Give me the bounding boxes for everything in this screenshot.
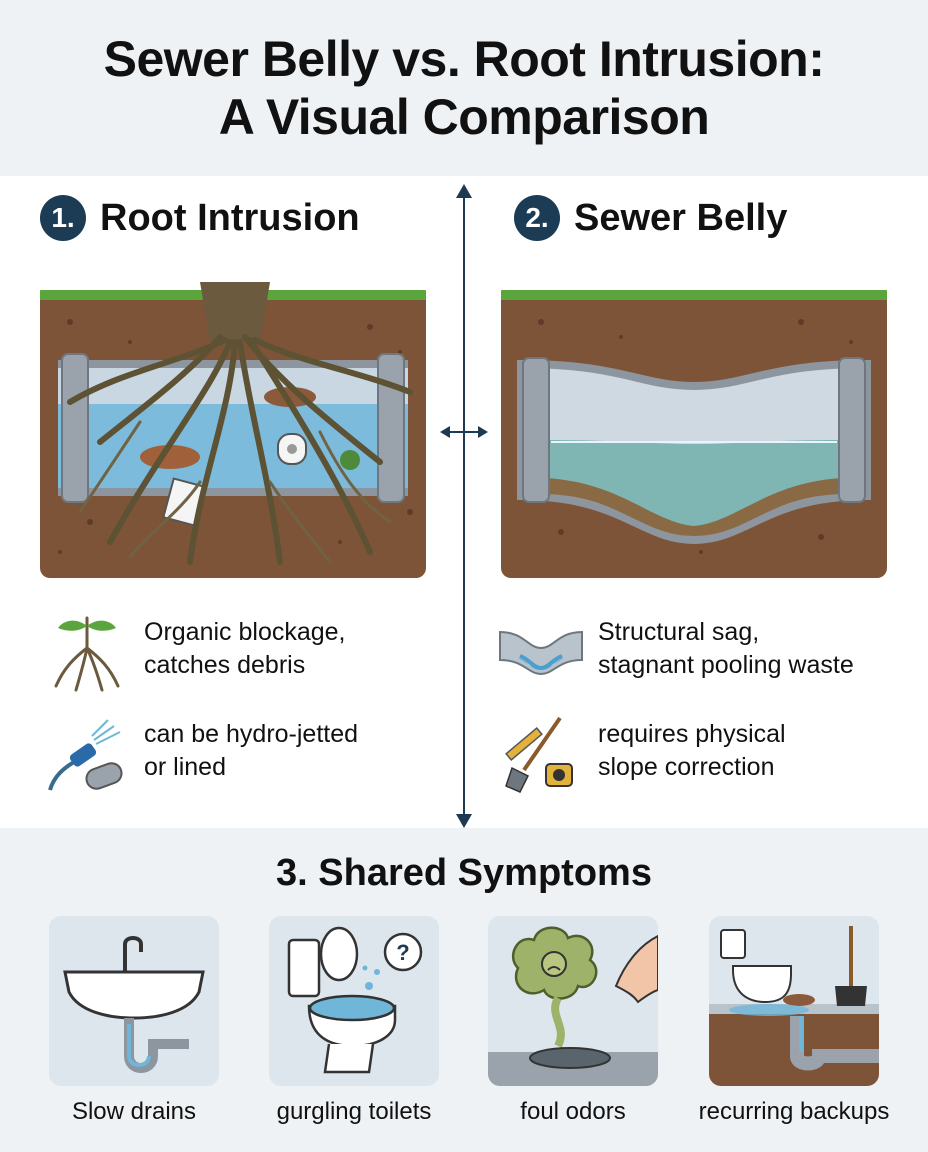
shared-symptoms-title: 3. Shared Symptoms xyxy=(276,852,652,894)
sagging-pipe-icon xyxy=(499,630,583,676)
symptom-card-gurgling-toilets: ? xyxy=(269,916,439,1086)
feature-text: Organic blockage, catches debris xyxy=(144,618,346,679)
section-sewer-belly-heading: 2. Sewer Belly xyxy=(514,194,787,242)
backup-icon xyxy=(709,926,879,1086)
feature-text: Structural sag, stagnant pooling waste xyxy=(598,618,854,679)
feature-structural-sag: Structural sag, stagnant pooling waste xyxy=(498,608,854,694)
feature-organic-blockage: Organic blockage, catches debris xyxy=(44,608,346,694)
symptom-label: Slow drains xyxy=(71,1098,197,1125)
symptom-label: recurring backups xyxy=(698,1098,890,1125)
symptom-card-slow-drains xyxy=(49,916,219,1086)
page-title: Sewer Belly vs. Root Intrusion: A Visual… xyxy=(0,30,928,146)
feature-text: can be hydro-jetted or lined xyxy=(144,720,359,781)
symptom-card-recurring-backups xyxy=(709,916,879,1086)
vertical-divider xyxy=(463,188,465,820)
arrow-down-icon xyxy=(456,814,472,828)
toilet-icon: ? xyxy=(287,926,423,1074)
sagging-pipe-scene-icon xyxy=(501,282,887,578)
feature-slope-correction: requires physical slope correction xyxy=(498,710,786,796)
section-root-intrusion-heading: 1. Root Intrusion xyxy=(40,194,360,242)
odor-icon xyxy=(488,926,658,1086)
title-line-1: Sewer Belly vs. Root Intrusion: xyxy=(103,31,825,87)
section-title: Root Intrusion xyxy=(100,196,360,239)
symptom-label: foul odors xyxy=(520,1098,626,1125)
sewer-belly-illustration xyxy=(501,282,887,578)
section-number-badge: 2. xyxy=(514,195,560,241)
hydro-jet-icon xyxy=(48,719,123,791)
feature-hydro-jet: can be hydro-jetted or lined xyxy=(44,710,358,796)
roots-icon xyxy=(54,616,120,692)
shovel-tape-icon xyxy=(505,716,573,793)
svg-text:?: ? xyxy=(396,940,409,965)
sink-icon xyxy=(63,936,205,1073)
root-intrusion-illustration xyxy=(40,282,426,578)
horizontal-arrow-icon xyxy=(440,426,488,438)
arrow-up-icon xyxy=(456,184,472,198)
root-pipe-icon xyxy=(40,282,426,578)
section-number-badge: 1. xyxy=(40,195,86,241)
section-title: Sewer Belly xyxy=(574,196,788,239)
symptom-label: gurgling toilets xyxy=(276,1098,432,1125)
title-line-2: A Visual Comparison xyxy=(218,89,710,145)
symptom-card-foul-odors xyxy=(488,916,658,1086)
header-band xyxy=(0,0,928,176)
feature-text: requires physical slope correction xyxy=(598,720,786,781)
